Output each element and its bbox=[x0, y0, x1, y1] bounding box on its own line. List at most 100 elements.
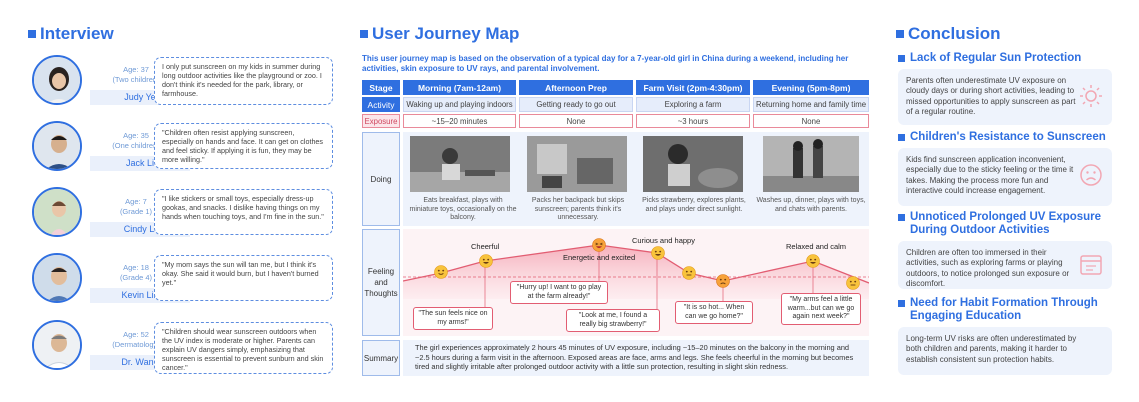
person-role: (Grade 1) bbox=[119, 207, 153, 216]
thought-bubble: "Hurry up! I want to go play at the farm… bbox=[510, 281, 608, 305]
summary-text: The girl experiences approximately 2 hou… bbox=[415, 343, 854, 372]
conclusion-title: Conclusion bbox=[896, 24, 1001, 44]
avatar-judy bbox=[32, 55, 82, 105]
sad-face-icon bbox=[1080, 164, 1102, 186]
excited-face-icon bbox=[592, 238, 606, 252]
stage-exposure: ~15–20 minutes bbox=[403, 114, 516, 128]
journey-title: User Journey Map bbox=[360, 24, 519, 44]
journey-intro: This user journey map is based on the ob… bbox=[362, 54, 849, 73]
thought-bubble: "My arms feel a little warm...but can we… bbox=[781, 293, 861, 325]
bullet-square-icon bbox=[898, 55, 905, 62]
photo-afternoon-prep bbox=[527, 136, 627, 192]
summary-area bbox=[403, 340, 869, 376]
conclusion-item-title: Lack of Regular Sun Protection bbox=[898, 52, 1081, 65]
avatar-wang bbox=[32, 320, 82, 370]
person-role: (Dermatology) bbox=[112, 340, 160, 349]
stage-exposure: ~3 hours bbox=[636, 114, 750, 128]
emotion-area bbox=[403, 245, 869, 299]
emotion-label: Curious and happy bbox=[632, 236, 695, 245]
happy-face-icon bbox=[651, 246, 665, 260]
section-marker-icon bbox=[28, 30, 36, 38]
section-marker-icon bbox=[896, 30, 904, 38]
stage-name: Morning (7am-12am) bbox=[403, 80, 516, 95]
person-quote: "I like stickers or small toys, especial… bbox=[154, 189, 333, 235]
avatar-jack bbox=[32, 121, 82, 171]
content-face-icon bbox=[434, 265, 448, 279]
avatar-kevin bbox=[32, 253, 82, 303]
conclusion-item-box: Kids find sunscreen application inconven… bbox=[898, 148, 1112, 206]
stage-doing: Picks strawberry, explores plants, and p… bbox=[642, 197, 746, 213]
summary-label: Summary bbox=[362, 340, 400, 376]
neutral-face-icon bbox=[846, 276, 860, 290]
emotion-label: Energetic and excited bbox=[563, 253, 636, 262]
bullet-square-icon bbox=[898, 300, 905, 307]
interview-title: Interview bbox=[28, 24, 114, 44]
photo-morning-icon bbox=[410, 136, 510, 192]
emotion-label: Cheerful bbox=[471, 242, 500, 251]
person-photo-icon bbox=[34, 322, 80, 368]
section-marker-icon bbox=[360, 30, 368, 38]
person-age: Age: 37 bbox=[123, 65, 149, 74]
photo-farm-icon bbox=[643, 136, 743, 192]
person-photo-icon bbox=[34, 255, 80, 301]
happy-face-icon bbox=[479, 254, 493, 268]
person-quote: I only put sunscreen on my kids in summe… bbox=[154, 57, 333, 105]
person-role: (Two children) bbox=[112, 75, 160, 84]
stage-activity: Exploring a farm bbox=[636, 97, 750, 112]
uneasy-face-icon bbox=[716, 274, 730, 288]
interview-card-jack: Age: 35(One children) Jack Li "Children … bbox=[30, 121, 335, 179]
conclusion-item-text: Kids find sunscreen application inconven… bbox=[906, 155, 1074, 196]
conclusion-item-box: Parents often underestimate UV exposure … bbox=[898, 69, 1112, 125]
bullet-square-icon bbox=[898, 214, 905, 221]
person-photo-icon bbox=[34, 57, 80, 103]
person-age: Age: 7 bbox=[125, 197, 147, 206]
stage-exposure: None bbox=[519, 114, 633, 128]
stage-name: Evening (5pm-8pm) bbox=[753, 80, 869, 95]
person-quote: "Children should wear sunscreen outdoors… bbox=[154, 322, 333, 374]
person-role: (Grade 4) bbox=[119, 273, 153, 282]
photo-morning bbox=[410, 136, 510, 192]
person-role: (One children) bbox=[112, 141, 160, 150]
emotion-label: Relaxed and calm bbox=[786, 242, 847, 251]
thought-bubble: "The sun feels nice on my arms!" bbox=[413, 307, 493, 331]
interview-card-wang: Age: 52(Dermatology) Dr. Wang "Children … bbox=[30, 320, 335, 378]
conclusion-item-text: Children are often too immersed in their… bbox=[906, 248, 1070, 289]
photo-evening-icon bbox=[763, 136, 859, 192]
avatar-cindy bbox=[32, 187, 82, 237]
thought-bubble: "Look at me, I found a really big strawb… bbox=[566, 309, 660, 333]
interview-card-kevin: Age: 18(Grade 4) Kevin Lin "My mom says … bbox=[30, 253, 335, 311]
photo-afternoon-icon bbox=[527, 136, 627, 192]
person-quote: "Children often resist applying sunscree… bbox=[154, 123, 333, 169]
photo-evening bbox=[763, 136, 859, 192]
person-age: Age: 18 bbox=[123, 263, 149, 272]
feeling-label: Feeling and Thoughts bbox=[362, 229, 400, 336]
person-photo-icon bbox=[34, 123, 80, 169]
thought-bubble: "It is so hot... When can we go home?" bbox=[675, 301, 753, 325]
person-age: Age: 35 bbox=[123, 131, 149, 140]
conclusion-item-box: Long-term UV risks are often underestima… bbox=[898, 327, 1112, 375]
conclusion-item-title: Unnoticed Prolonged UV Exposure During O… bbox=[898, 211, 1112, 237]
conclusion-item-title: Need for Habit Formation Through Engagin… bbox=[898, 297, 1112, 323]
bullet-square-icon bbox=[898, 134, 905, 141]
interview-card-judy: Age: 37(Two children) Judy Ye I only put… bbox=[30, 55, 335, 113]
photo-farm bbox=[643, 136, 743, 192]
sun-icon bbox=[1080, 85, 1102, 107]
conclusion-item-box: Children are often too immersed in their… bbox=[898, 241, 1112, 289]
stage-label: Stage bbox=[362, 80, 400, 95]
clock-icon bbox=[1080, 255, 1102, 275]
happy-face-icon bbox=[806, 254, 820, 268]
stage-activity: Getting ready to go out bbox=[519, 97, 633, 112]
neutral-face-icon bbox=[682, 266, 696, 280]
stage-activity: Waking up and playing indoors bbox=[403, 97, 516, 112]
conclusion-item-text: Parents often underestimate UV exposure … bbox=[906, 76, 1076, 117]
interview-card-cindy: Age: 7(Grade 1) Cindy Li "I like sticker… bbox=[30, 187, 335, 245]
exposure-label: Exposure bbox=[362, 114, 400, 128]
person-quote: "My mom says the sun will tan me, but I … bbox=[154, 255, 333, 301]
person-photo-icon bbox=[34, 189, 80, 235]
person-age: Age: 52 bbox=[123, 330, 149, 339]
stage-doing: Washes up, dinner, plays with toys, and … bbox=[756, 197, 866, 213]
conclusion-item-title: Children's Resistance to Sunscreen bbox=[898, 131, 1106, 144]
stage-name: Farm Visit (2pm-4:30pm) bbox=[636, 80, 750, 95]
conclusion-item-text: Long-term UV risks are often underestima… bbox=[906, 334, 1077, 364]
stage-exposure: None bbox=[753, 114, 869, 128]
